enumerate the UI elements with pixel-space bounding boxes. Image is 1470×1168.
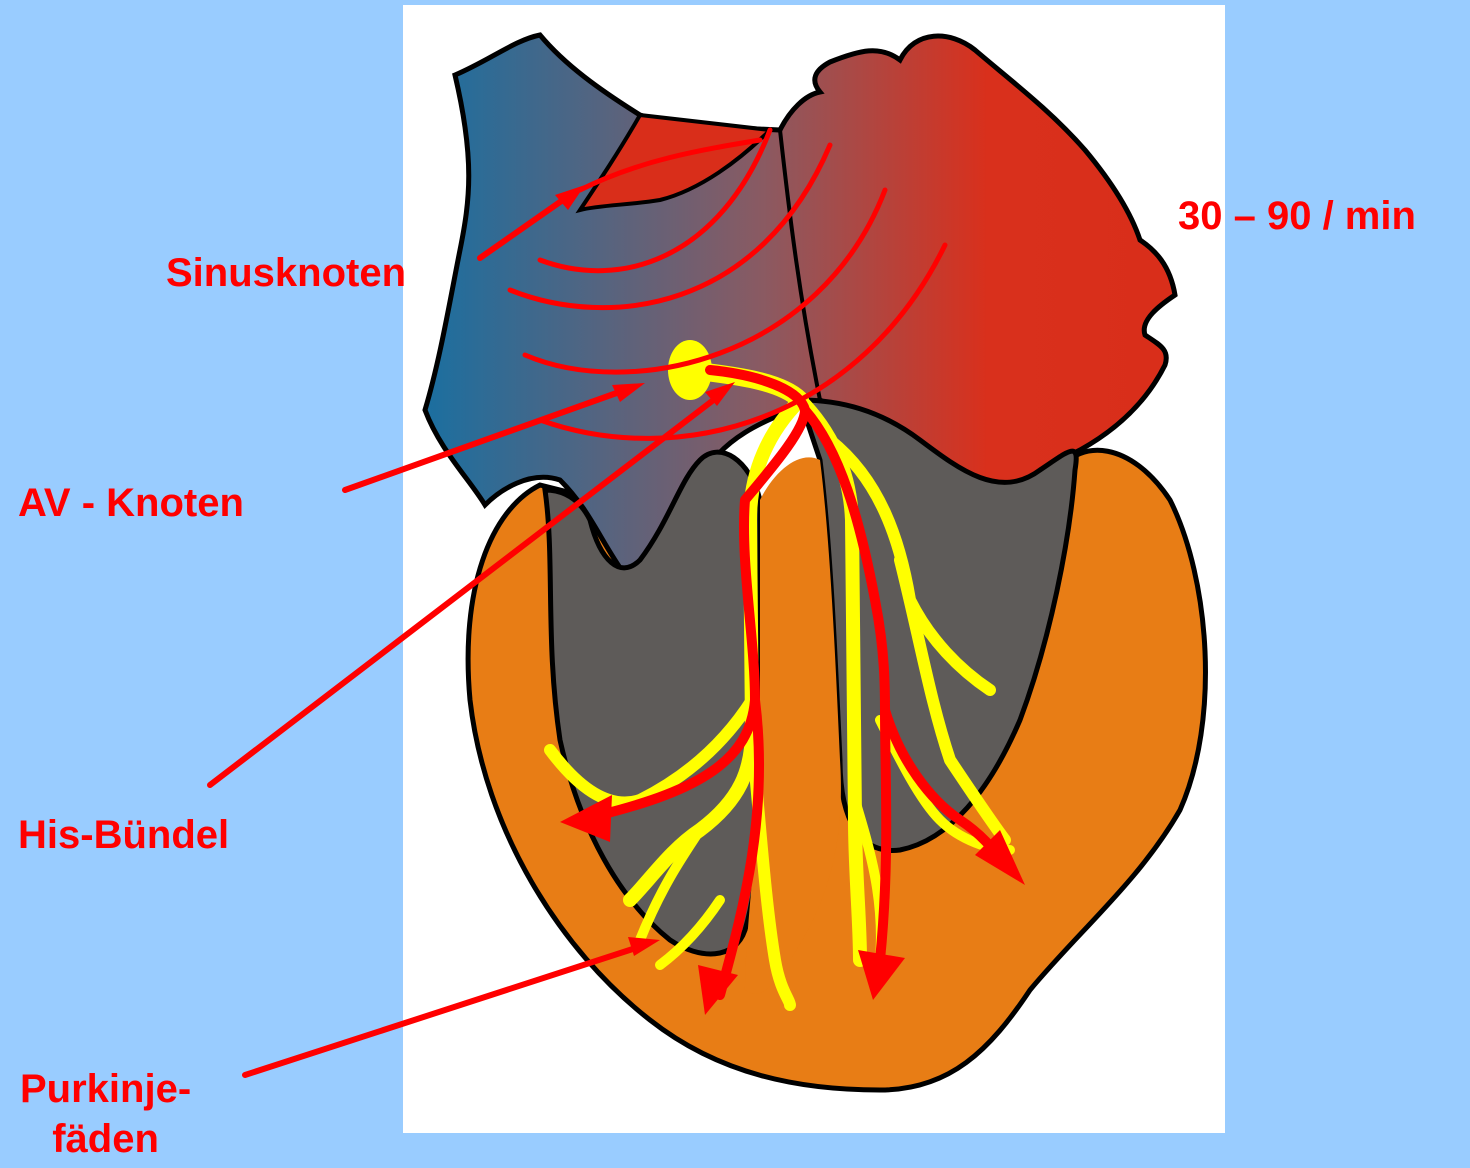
sinus-node-label: Sinusknoten bbox=[166, 251, 406, 295]
purkinje-label-line1: Purkinje- bbox=[20, 1064, 191, 1114]
heart-rate-label: 30 – 90 / min bbox=[1178, 194, 1416, 238]
purkinje-label-line2: fäden bbox=[20, 1114, 191, 1164]
his-bundle-label: His-Bündel bbox=[18, 813, 229, 857]
purkinje-fibers-label: Purkinje- fäden bbox=[20, 1064, 191, 1164]
av-node-label: AV - Knoten bbox=[18, 481, 244, 525]
